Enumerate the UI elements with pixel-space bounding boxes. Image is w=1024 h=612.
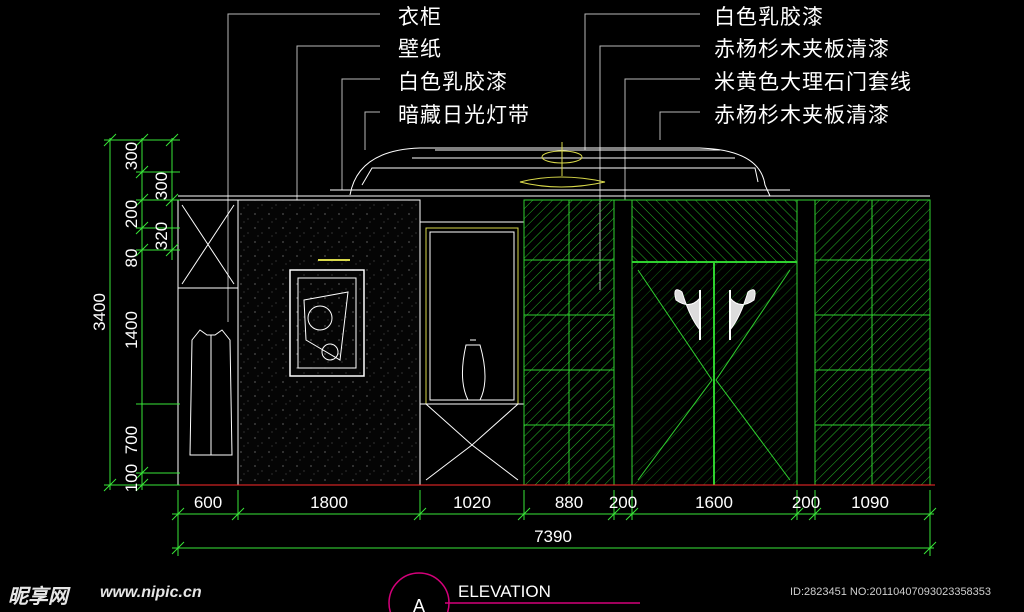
dim-total: 7390 [534, 527, 572, 546]
watermark-logo: 昵享网 [8, 586, 68, 608]
dim-left-700: 700 [122, 426, 141, 454]
dim-left-1400: 1400 [122, 311, 141, 349]
label-wardrobe: 衣柜 [398, 5, 442, 29]
dim-left-100: 100 [122, 464, 141, 492]
dim-200-left: 200 [609, 493, 637, 512]
label-wallpaper: 壁纸 [398, 37, 442, 61]
dim-880: 880 [555, 493, 583, 512]
dim-mid-320: 320 [152, 222, 171, 250]
dim-left-80: 80 [122, 249, 141, 268]
section-mark: A [413, 596, 425, 612]
left-dimension-line [103, 133, 180, 492]
wardrobe [177, 199, 239, 486]
cedar-panel-left [523, 199, 615, 486]
dim-200-right: 200 [792, 493, 820, 512]
bottom-dimension-line [171, 490, 937, 556]
label-white-latex-left: 白色乳胶漆 [398, 70, 508, 94]
dim-left-total: 3400 [90, 293, 109, 331]
watermark-id: ID:2823451 NO:20110407093023358353 [790, 586, 992, 598]
display-niche [419, 221, 525, 486]
label-marble-door-trim: 米黄色大理石门套线 [714, 70, 912, 94]
dim-left-300: 300 [122, 142, 141, 170]
drawing-title: ELEVATION [458, 582, 551, 601]
label-cedar-plywood-2: 赤杨杉木夹板清漆 [714, 103, 890, 127]
dim-1090: 1090 [851, 493, 889, 512]
door-casing-left [613, 199, 633, 486]
label-hidden-light-strip: 暗藏日光灯带 [398, 103, 530, 127]
door-casing-right [796, 199, 816, 486]
dim-mid-300: 300 [152, 172, 171, 200]
dim-600: 600 [194, 493, 222, 512]
dim-1800: 1800 [310, 493, 348, 512]
double-door [631, 199, 798, 486]
dim-1600: 1600 [695, 493, 733, 512]
label-white-latex-right: 白色乳胶漆 [714, 5, 824, 29]
ceiling-soffit [178, 147, 930, 197]
label-cedar-plywood-1: 赤杨杉木夹板清漆 [714, 37, 890, 61]
cedar-panel-right [814, 199, 931, 486]
wallpaper-panel [237, 199, 421, 486]
chandelier [519, 142, 606, 188]
dim-left-200: 200 [122, 200, 141, 228]
dim-1020: 1020 [453, 493, 491, 512]
watermark-url: www.nipic.cn [100, 584, 202, 601]
leader-lines-left [227, 13, 380, 322]
